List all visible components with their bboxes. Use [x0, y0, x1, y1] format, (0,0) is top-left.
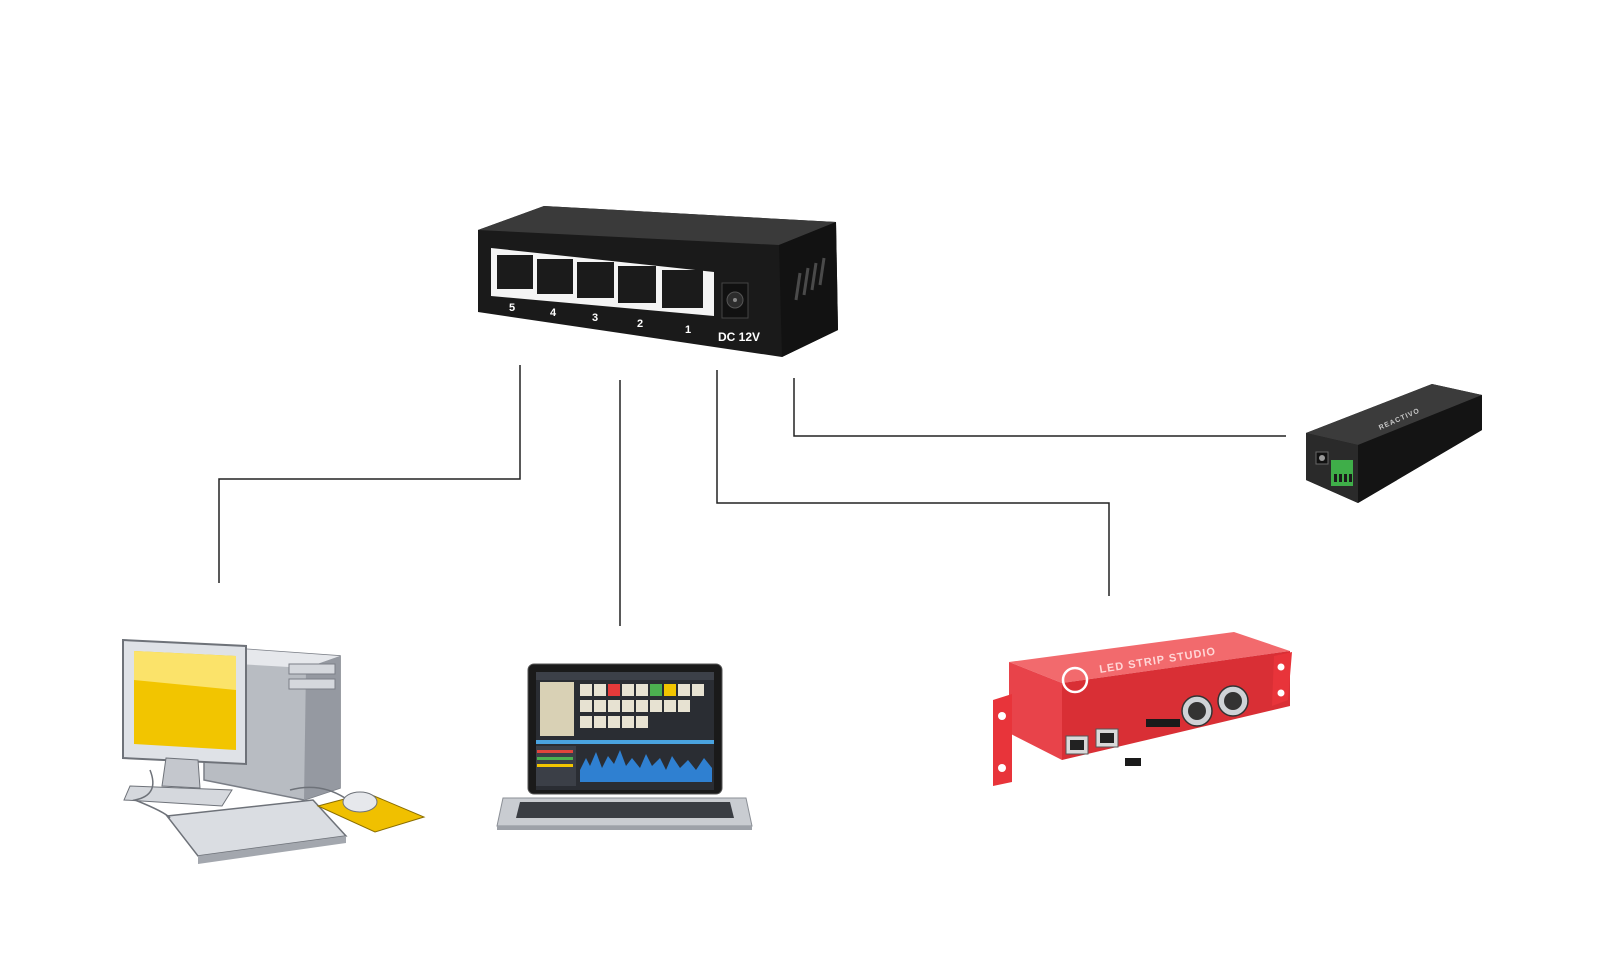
power-label: DC 12V	[718, 330, 760, 344]
connection-lines	[218, 365, 1286, 626]
link-rack	[716, 370, 1110, 596]
led-strip-studio-interface-icon: LED STRIP STUDIO	[993, 632, 1292, 786]
laptop-icon	[496, 663, 753, 830]
link-desktop	[218, 365, 521, 583]
reactivo-dmx-node-icon: REACTIVO	[1306, 384, 1482, 503]
port-label-4: 4	[550, 307, 557, 319]
port-label-5: 5	[509, 302, 515, 314]
port-label-3: 3	[592, 312, 598, 324]
switch-ports	[497, 255, 703, 308]
desktop-computer-icon	[122, 638, 426, 864]
link-node	[793, 378, 1286, 437]
port-label-2: 2	[637, 318, 643, 330]
port-label-1: 1	[685, 324, 691, 336]
ethernet-switch-icon: 5 4 3 2 1 DC 12V	[478, 206, 838, 357]
